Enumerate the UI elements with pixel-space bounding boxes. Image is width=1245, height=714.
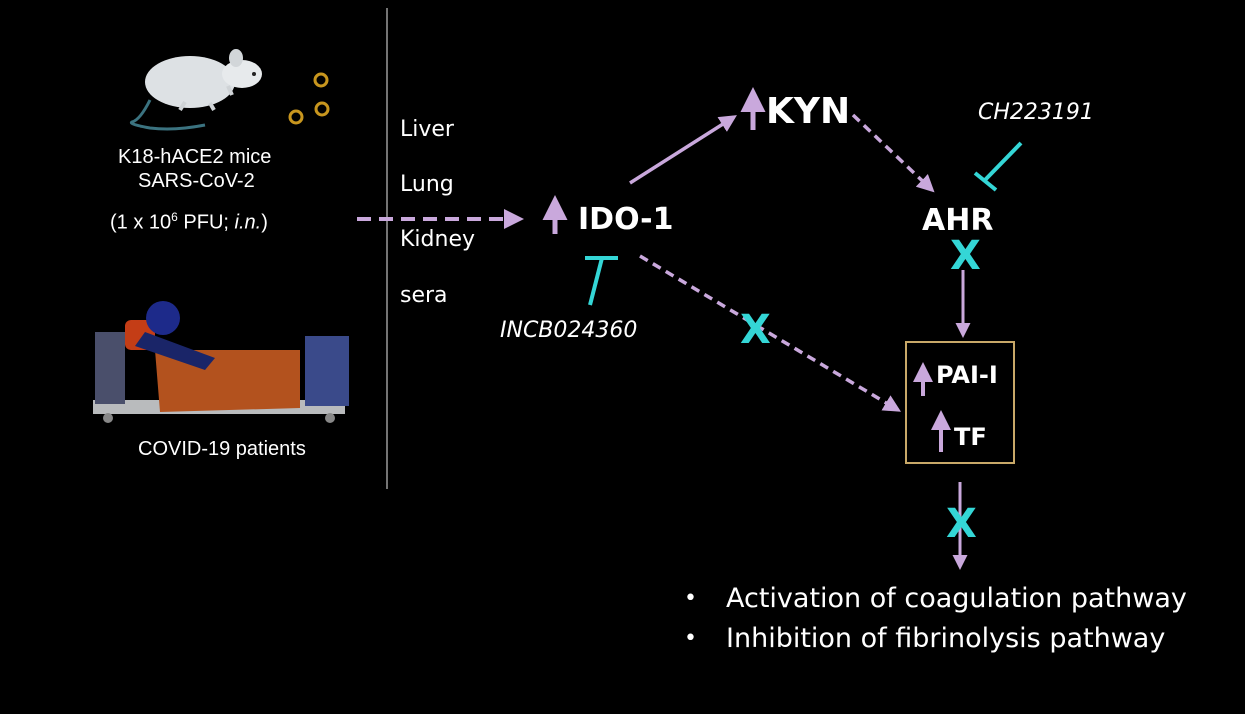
ahr-inhibitor-label: CH223191 bbox=[978, 100, 1094, 125]
mice-strain-label: K18-hACE2 mice bbox=[118, 146, 272, 168]
virus-label: SARS-CoV-2 bbox=[138, 170, 255, 192]
ido-direct-block-x: X bbox=[740, 307, 771, 353]
kyn-node: KYN bbox=[766, 91, 851, 132]
patient-in-bed-icon bbox=[93, 301, 349, 423]
kyn-to-ahr-arrow bbox=[851, 113, 935, 193]
outcome-item: Activation of coagulation pathway bbox=[684, 579, 1187, 619]
dose-route: i.n. bbox=[234, 211, 262, 234]
outcome-list: Activation of coagulation pathway Inhibi… bbox=[684, 579, 1187, 659]
ido1-inhibitor-bar bbox=[585, 256, 618, 306]
dose-suffix: ) bbox=[261, 211, 268, 234]
dose-exponent: 6 bbox=[171, 210, 178, 224]
virus-icon bbox=[288, 72, 330, 125]
ahr-inhibitor-bar bbox=[973, 141, 1023, 192]
organ-kidney: Kidney bbox=[400, 227, 476, 252]
tf-node: TF bbox=[954, 423, 987, 451]
ido1-inhibitor-label: INCB024360 bbox=[500, 318, 638, 343]
organ-sera: sera bbox=[400, 283, 448, 308]
ido1-to-pai-arrow bbox=[639, 254, 902, 412]
outcome-item: Inhibition of fibrinolysis pathway bbox=[684, 619, 1187, 659]
organ-liver: Liver bbox=[400, 117, 454, 142]
ido1-node: IDO-1 bbox=[578, 202, 674, 237]
pai1-node: PAI-I bbox=[936, 361, 998, 389]
dose-prefix: (1 x 10 bbox=[110, 211, 172, 234]
mouse-icon bbox=[129, 49, 262, 131]
ahr-block-x: X bbox=[950, 233, 981, 279]
patients-label: COVID-19 patients bbox=[138, 438, 306, 460]
dose-unit: PFU; bbox=[177, 211, 235, 234]
ahr-node: AHR bbox=[922, 203, 994, 238]
dose-label: (1 x 106 PFU; i.n.) bbox=[110, 210, 268, 235]
ido1-to-kyn-arrow bbox=[629, 115, 737, 185]
pai-tf-box bbox=[905, 341, 1015, 464]
organ-lung: Lung bbox=[400, 172, 454, 197]
outcome-block-x: X bbox=[946, 501, 977, 547]
